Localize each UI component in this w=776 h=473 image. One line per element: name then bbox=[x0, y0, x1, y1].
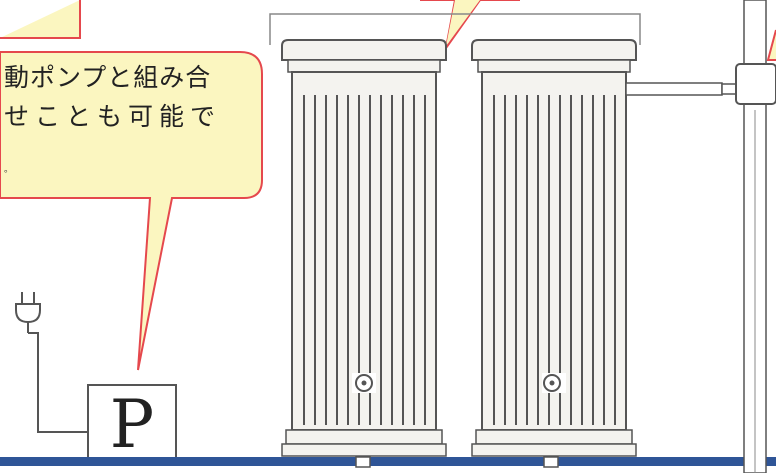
overflow-pipe bbox=[625, 82, 723, 96]
water-pipe bbox=[0, 457, 776, 466]
rain-tank-1 bbox=[281, 39, 447, 457]
callout-line-1: 動ポンプと組み合 bbox=[4, 63, 212, 92]
rain-tank-2 bbox=[471, 39, 637, 457]
pump-cable bbox=[28, 332, 88, 433]
callout-line-2: せことも可能で bbox=[4, 102, 222, 131]
tank-valve-icon bbox=[543, 374, 561, 392]
tank-valve-icon bbox=[355, 374, 373, 392]
callout-line-3: 。 bbox=[4, 165, 14, 175]
right-callout-edge bbox=[766, 29, 776, 61]
overflow-pipe-cap bbox=[721, 83, 737, 95]
pipe-connectors bbox=[355, 456, 559, 468]
speech-bubble bbox=[0, 51, 263, 371]
top-callout-box bbox=[0, 0, 81, 39]
top-callout-pointer-fill bbox=[446, 0, 480, 46]
pump-box bbox=[87, 384, 177, 466]
dimension-bracket bbox=[269, 13, 641, 45]
pump-label: P bbox=[109, 386, 155, 463]
power-plug-icon bbox=[15, 292, 41, 333]
rain-collector bbox=[735, 63, 776, 105]
